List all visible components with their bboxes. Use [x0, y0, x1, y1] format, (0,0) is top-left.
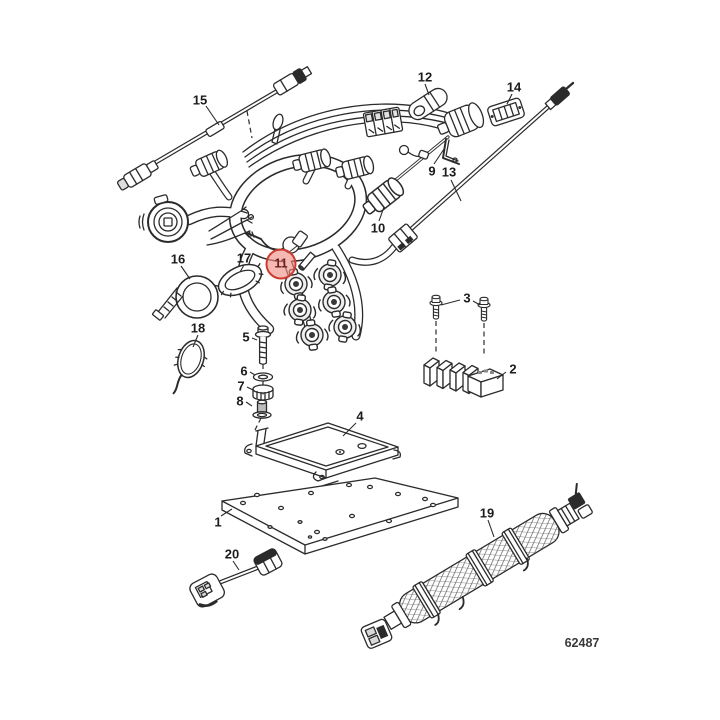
connector-14	[487, 97, 525, 127]
callout-14[interactable]: 14	[506, 79, 522, 95]
jumper-cable-20	[189, 548, 283, 608]
callout-16[interactable]: 16	[170, 251, 186, 267]
callout-20[interactable]: 20	[224, 546, 240, 562]
harness-sleeve-19	[360, 482, 593, 649]
callout-5[interactable]: 5	[242, 329, 250, 345]
cable-tie-18	[172, 339, 208, 395]
washer-6	[252, 372, 274, 382]
callout-12[interactable]: 12	[417, 69, 433, 85]
pigtail-cable-15	[116, 66, 313, 191]
callout-1[interactable]: 1	[214, 514, 222, 530]
mounting-plate-1	[221, 477, 459, 555]
assembly-dashed-lines	[246, 110, 485, 433]
retainer-clip	[271, 113, 284, 145]
clamp-16	[151, 275, 219, 321]
callout-9[interactable]: 9	[428, 163, 436, 179]
callout-8[interactable]: 8	[236, 393, 244, 409]
callout-18[interactable]: 18	[190, 320, 206, 336]
bushing-7	[252, 384, 274, 401]
callout-11-highlighted[interactable]: 11	[265, 248, 297, 280]
bracket	[442, 138, 460, 165]
callout-19[interactable]: 19	[479, 505, 495, 521]
relay-bank-2	[423, 357, 504, 398]
grommet-17	[214, 262, 264, 298]
bolt-5	[254, 325, 272, 365]
cable-13-ends	[388, 81, 575, 253]
callout-17[interactable]: 17	[236, 250, 252, 266]
inline-sensor	[398, 144, 430, 160]
connector-block	[362, 106, 404, 138]
drawing-number: 62487	[564, 636, 600, 650]
callout-6[interactable]: 6	[240, 363, 248, 379]
barrel-connector-9	[437, 102, 485, 165]
callout-13[interactable]: 13	[441, 164, 457, 180]
callout-10[interactable]: 10	[370, 220, 386, 236]
callout-3[interactable]: 3	[463, 290, 471, 306]
callout-7[interactable]: 7	[237, 378, 245, 394]
leader-lines	[180, 83, 513, 571]
callout-4[interactable]: 4	[356, 408, 364, 424]
capsule-connector-12	[408, 87, 448, 121]
sleeve-8	[252, 399, 272, 419]
callout-15[interactable]: 15	[192, 92, 208, 108]
main-round-connector	[138, 194, 189, 243]
ecm-module-4	[244, 422, 402, 482]
screws-3	[429, 294, 491, 322]
ring-terminal-wires	[206, 206, 255, 246]
callout-2[interactable]: 2	[509, 361, 517, 377]
